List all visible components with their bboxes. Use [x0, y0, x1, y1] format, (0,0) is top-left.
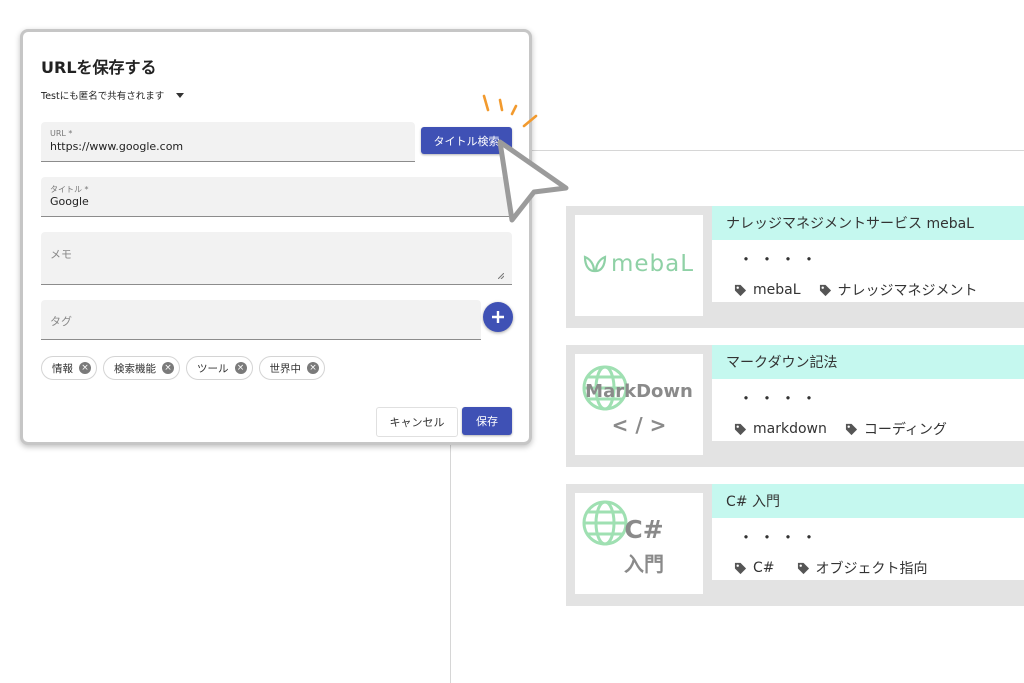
card-tag-label: ナレッジマネジメント	[837, 283, 978, 299]
share-visibility-select[interactable]: Testにも匿名で共有されます	[41, 88, 185, 102]
card-tag-label: mebaL	[753, 282, 801, 298]
card-tags: mebaL ナレッジマネジメント	[734, 280, 978, 300]
tag-icon	[734, 284, 747, 296]
remove-chip-icon[interactable]: ×	[79, 362, 91, 374]
bookmark-card[interactable]: mebaL ナレッジマネジメントサービス mebaL ・・・・ mebaL ナレ…	[566, 206, 1024, 328]
tag-chip-label: 世界中	[269, 362, 302, 375]
save-button[interactable]: 保存	[462, 407, 512, 435]
tag-icon	[734, 423, 747, 435]
thumbnail-subtitle: 入門	[624, 552, 664, 576]
resize-handle-icon[interactable]	[498, 273, 504, 279]
tag-chip[interactable]: 世界中 ×	[258, 356, 325, 380]
card-thumbnail: mebaL	[575, 215, 703, 316]
title-field-label: タイトル *	[50, 185, 89, 194]
memo-input[interactable]: メモ	[50, 248, 72, 261]
globe-icon	[582, 500, 628, 546]
card-tags: markdown コーディング	[734, 419, 947, 439]
card-tag[interactable]: C#	[734, 558, 775, 578]
card-thumbnail: MarkDown < / >	[575, 354, 703, 455]
tag-chip[interactable]: ツール ×	[186, 356, 253, 380]
card-tag[interactable]: markdown	[734, 419, 827, 439]
mebal-logo-text: mebaL	[611, 251, 695, 277]
tag-icon	[845, 423, 857, 435]
remove-chip-icon[interactable]: ×	[234, 362, 247, 374]
remove-chip-icon[interactable]: ×	[307, 362, 319, 374]
card-description: ・・・・	[738, 389, 823, 408]
card-description: ・・・・	[738, 250, 823, 269]
card-tag[interactable]: ナレッジマネジメント	[819, 280, 978, 300]
bookmark-card[interactable]: MarkDown < / > マークダウン記法 ・・・・ markdown コー…	[566, 345, 1024, 467]
tag-input[interactable]: タグ	[50, 315, 72, 328]
tag-icon	[734, 562, 747, 574]
dialog-title: URLを保存する	[41, 58, 157, 77]
tag-chip[interactable]: 検索機能 ×	[103, 356, 180, 380]
card-tag-label: オブジェクト指向	[815, 561, 928, 577]
plus-icon	[492, 311, 504, 323]
memo-field[interactable]: メモ	[41, 232, 512, 285]
add-tag-button[interactable]	[483, 302, 513, 332]
card-tag-label: C#	[753, 560, 775, 576]
card-title[interactable]: マークダウン記法	[712, 345, 1024, 379]
card-body: ・・・・ C# オブジェクト指向	[712, 518, 1024, 580]
mouse-pointer-icon	[497, 139, 569, 223]
url-input[interactable]: https://www.google.com	[50, 140, 184, 153]
card-tag-label: コーディング	[863, 422, 947, 438]
card-title[interactable]: ナレッジマネジメントサービス mebaL	[712, 206, 1024, 240]
thumbnail-subtitle: < / >	[611, 413, 667, 437]
tag-chip-label: 検索機能	[114, 362, 156, 375]
card-tag[interactable]: オブジェクト指向	[797, 558, 928, 578]
cancel-button[interactable]: キャンセル	[376, 407, 458, 437]
click-spark-icon	[482, 94, 538, 128]
title-input[interactable]: Google	[50, 195, 89, 208]
tag-icon	[819, 284, 831, 296]
globe-icon	[582, 365, 628, 411]
tag-chip-list: 情報 × 検索機能 × ツール × 世界中 ×	[41, 356, 325, 380]
card-tag-label: markdown	[753, 421, 827, 437]
mebal-logo: mebaL	[583, 251, 694, 277]
card-tag[interactable]: mebaL	[734, 280, 801, 300]
tag-icon	[797, 562, 809, 574]
url-field[interactable]: URL * https://www.google.com	[41, 122, 415, 162]
save-url-dialog: URLを保存する Testにも匿名で共有されます URL * https://w…	[20, 29, 532, 445]
card-title[interactable]: C# 入門	[712, 484, 1024, 518]
leaf-icon	[583, 255, 607, 273]
card-body: ・・・・ markdown コーディング	[712, 379, 1024, 441]
tag-chip[interactable]: 情報 ×	[41, 356, 97, 380]
remove-chip-icon[interactable]: ×	[162, 362, 174, 374]
card-tag[interactable]: コーディング	[845, 419, 947, 439]
url-field-label: URL *	[50, 129, 73, 138]
tag-field[interactable]: タグ	[41, 300, 481, 340]
title-search-button[interactable]: タイトル検索	[421, 127, 512, 154]
card-description: ・・・・	[738, 528, 823, 547]
title-field[interactable]: タイトル * Google	[41, 177, 512, 217]
card-thumbnail: C# 入門	[575, 493, 703, 594]
chevron-down-icon	[176, 92, 185, 98]
card-body: ・・・・ mebaL ナレッジマネジメント	[712, 240, 1024, 302]
thumbnail-title: MarkDown	[585, 381, 693, 402]
bookmark-card[interactable]: C# 入門 C# 入門 ・・・・ C# オブジェクト指向	[566, 484, 1024, 606]
card-tags: C# オブジェクト指向	[734, 558, 928, 578]
tag-chip-label: 情報	[52, 362, 73, 375]
thumbnail-title: C#	[624, 515, 664, 544]
tag-chip-label: ツール	[197, 362, 229, 375]
share-visibility-label: Testにも匿名で共有されます	[41, 91, 165, 102]
content-divider	[450, 150, 1024, 151]
